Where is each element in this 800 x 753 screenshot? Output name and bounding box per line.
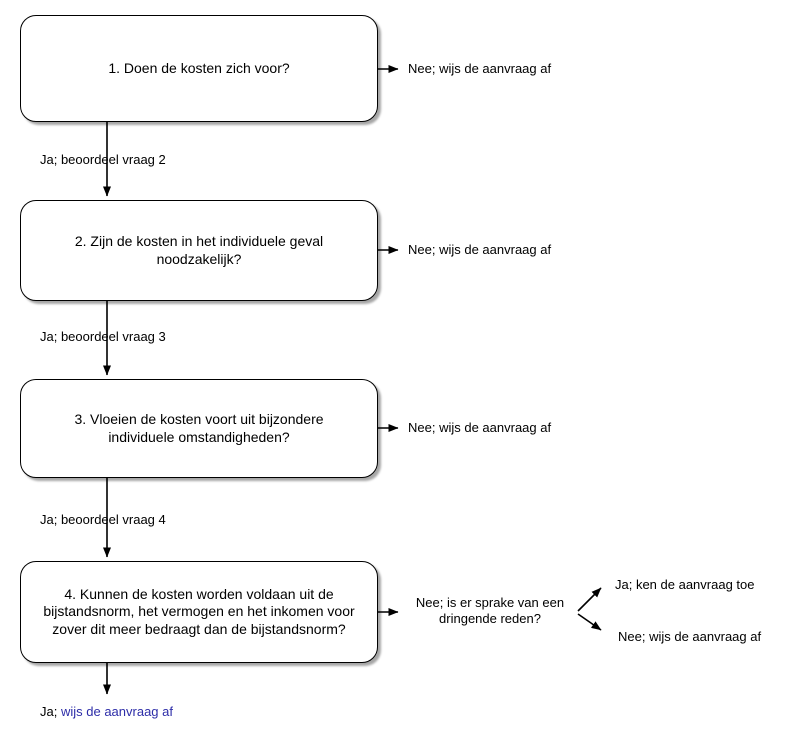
branch-yes-label: Ja; ken de aanvraag toe	[615, 577, 755, 593]
question-box-4: 4. Kunnen de kosten worden voldaan uit d…	[20, 561, 378, 663]
branch-no-label: Nee; wijs de aanvraag af	[618, 629, 762, 645]
branch-question-label: Nee; is er sprake van een dringende rede…	[415, 595, 565, 626]
arrow-branch-no	[577, 613, 602, 631]
question-box-3: 3. Vloeien de kosten voort uit bijzonder…	[20, 379, 378, 478]
edge-label-q1-yes: Ja; beoordeel vraag 2	[40, 152, 166, 168]
edge-label-q3-yes: Ja; beoordeel vraag 4	[40, 512, 166, 528]
edge-label-q2-yes: Ja; beoordeel vraag 3	[40, 329, 166, 345]
edge-label-q2-no: Nee; wijs de aanvraag af	[408, 242, 552, 258]
edge-label-q3-no: Nee; wijs de aanvraag af	[408, 420, 552, 436]
question-box-2: 2. Zijn de kosten in het individuele gev…	[20, 200, 378, 301]
question-box-1: 1. Doen de kosten zich voor?	[20, 15, 378, 122]
final-label-prefix: Ja;	[40, 704, 61, 720]
arrow-branch-yes	[577, 587, 602, 612]
final-label: Ja; wijs de aanvraag af	[40, 704, 173, 720]
final-label-rest: wijs de aanvraag af	[60, 704, 173, 720]
edge-label-q1-no: Nee; wijs de aanvraag af	[408, 61, 552, 77]
